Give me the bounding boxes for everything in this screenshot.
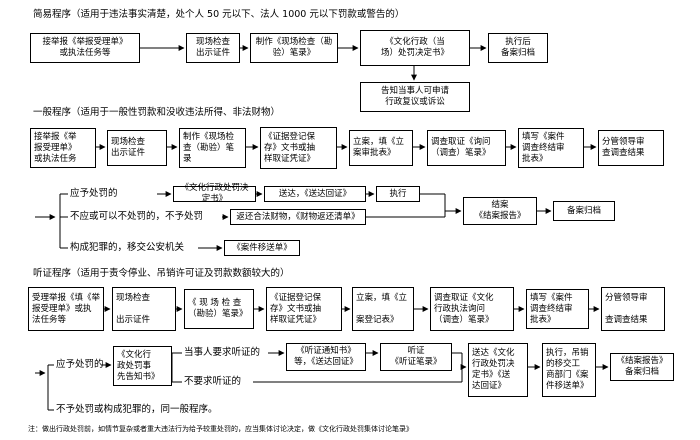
general-crime-branch: 构成犯罪的，移交公安机关 <box>70 242 185 253</box>
hearing-procedure-title: 听证程序（适用于责令停业、吊销许可证及罚款数额较大的） <box>33 268 290 279</box>
hearing-investigation-box: 调查取证《文化 行政执法询问 （调查）笔录》 <box>430 287 514 331</box>
hearing-report-box: 受理举报《填《举 报受理单》或执 法任务等 <box>28 287 104 331</box>
hearing-delivery-box: 送达《文化 行政处罚决 定书》《送 达回证》 <box>468 343 528 397</box>
general-archive-box: 备案归档 <box>553 201 615 221</box>
simple-procedure-title: 简易程序（适用于违法事实清楚，处个人 50 元以下、法人 1000 元以下罚款或… <box>33 9 405 20</box>
hearing-record-box: 《 现 场 检 查 （勘验）笔录》 <box>184 289 254 329</box>
hearing-other-branch: 不予处罚或构成犯罪的，同一般程序。 <box>56 404 218 415</box>
general-return-box: 返还合法财物，《财物返还清单》 <box>230 209 366 225</box>
hearing-close-box: 《结案报告》 备案归档 <box>610 353 674 381</box>
general-inspection-box: 现场检查 出示证件 <box>107 130 167 166</box>
simple-report-box: 接举报《举报受理单》 或执法任务等 <box>30 33 140 63</box>
hearing-notice-box: 《文化行 政处罚事 先告知书》 <box>113 346 172 386</box>
general-no-punish-branch: 不应或可以不处罚的，不予处罚 <box>70 211 204 222</box>
simple-archive-box: 执行后 备案归档 <box>488 33 548 63</box>
footnote: 注：做出行政处罚前，如情节复杂或者重大违法行为给予较重处罚的，应当集体讨论决定，… <box>28 425 413 433</box>
simple-record-box: 制作《现场检查（勘 验）笔录》 <box>250 33 338 63</box>
general-investigation-box: 调查取证《询问 （调查）笔录》 <box>427 130 506 166</box>
general-execute-box: 执行 <box>376 186 420 202</box>
hearing-notification-box: 《听证通知书》 等，《送达回证》 <box>286 343 366 371</box>
general-report-box: 接举报《举 报受理单》 或执法任务 <box>30 128 96 168</box>
hearing-no-request-branch: 不要求听证的 <box>184 376 242 387</box>
hearing-inspection-box: 现场检查 出示证件 <box>112 287 176 331</box>
hearing-review-box: 分管领导审 查调查结果 <box>601 287 665 331</box>
general-review-box: 分管领导审 查调查结果 <box>598 130 664 166</box>
general-filing-box: 立案，填《立 案审批表》 <box>349 130 413 166</box>
simple-inspection-box: 现场检查 出示证件 <box>186 33 240 63</box>
general-close-box: 结案 《结案报告》 <box>463 197 537 225</box>
general-record-box: 制作《现场检 查（勘验）笔 录 <box>179 128 246 168</box>
simple-notify-box: 告知当事人可申请 行政复议或诉讼 <box>360 82 470 112</box>
hearing-request-branch: 当事人要求听证的 <box>184 347 261 358</box>
hearing-punish-branch: 应予处罚的 <box>56 359 104 370</box>
hearing-filing-box: 立案，填《立 案登记表》 <box>352 287 414 331</box>
hearing-hearing-box: 听证 《听证笔录》 <box>380 343 452 371</box>
hearing-evidence-box: 《证据登记保 存》文书或抽 样取证凭证》 <box>266 287 342 331</box>
general-evidence-box: 《证据登记保 存》文书或抽 样取证凭证》 <box>260 127 337 169</box>
general-procedure-title: 一般程序（适用于一般性罚款和没收违法所得、非法财物） <box>33 107 281 118</box>
general-delivery-box: 送达，《送达回证》 <box>264 186 366 202</box>
general-transfer-box: 《案件移送单》 <box>224 240 300 256</box>
simple-decision-box: 《文化行政（当 场）处罚决定书》 <box>360 30 470 66</box>
hearing-execute-box: 执行，吊销 的移交工 商部门《案 件移送单》 <box>542 343 596 397</box>
general-termination-box: 填写《案件 调查终结审 批表》 <box>518 128 584 168</box>
hearing-termination-box: 填写《案件 调查终结审 批表》 <box>526 289 589 329</box>
general-decision-box: 《文化行政处罚决定书》 <box>173 183 256 204</box>
general-punish-branch: 应予处罚的 <box>70 188 118 199</box>
